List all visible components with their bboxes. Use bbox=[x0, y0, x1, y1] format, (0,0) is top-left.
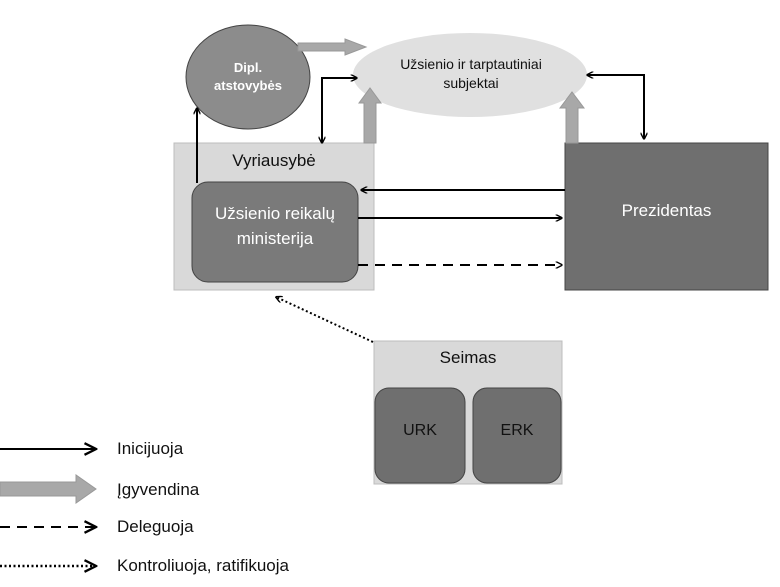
erk-box bbox=[472, 387, 562, 484]
initiate-arrow-gov-subjects bbox=[322, 78, 357, 143]
seimas-label: Seimas bbox=[439, 348, 497, 367]
president-label: Prezidentas bbox=[621, 201, 712, 220]
implement-arrow-dipl-to-subjects bbox=[297, 38, 368, 56]
implement-arrow-president-to-subjects bbox=[559, 91, 585, 144]
dipl-label: Dipl. atstovybės bbox=[214, 60, 282, 93]
dipl-ellipse bbox=[185, 24, 311, 130]
legend-label-delegates: Deleguoja bbox=[117, 517, 194, 536]
ministry-box bbox=[191, 181, 359, 283]
subjects-ellipse bbox=[353, 33, 587, 117]
legend-label-initiates: Inicijuoja bbox=[117, 439, 184, 458]
implement-arrow-gov-to-subjects bbox=[358, 87, 382, 144]
government-label: Vyriausybė bbox=[232, 151, 316, 170]
control-arrow-seimas-to-gov bbox=[276, 297, 374, 343]
legend-gray-arrow bbox=[0, 474, 97, 504]
urk-box bbox=[374, 387, 466, 484]
president-box bbox=[564, 142, 769, 291]
legend-label-controls: Kontroliuoja, ratifikuoja bbox=[117, 556, 289, 575]
subjects-label: Užsienio ir tarptautiniai subjektai bbox=[400, 56, 542, 91]
ministry-label: Užsienio reikalų ministerija bbox=[215, 204, 335, 248]
urk-label: URK bbox=[403, 422, 437, 439]
initiate-arrow-subjects-president bbox=[587, 75, 644, 139]
erk-label: ERK bbox=[500, 422, 534, 439]
legend-label-implements: Įgyvendina bbox=[117, 480, 200, 499]
